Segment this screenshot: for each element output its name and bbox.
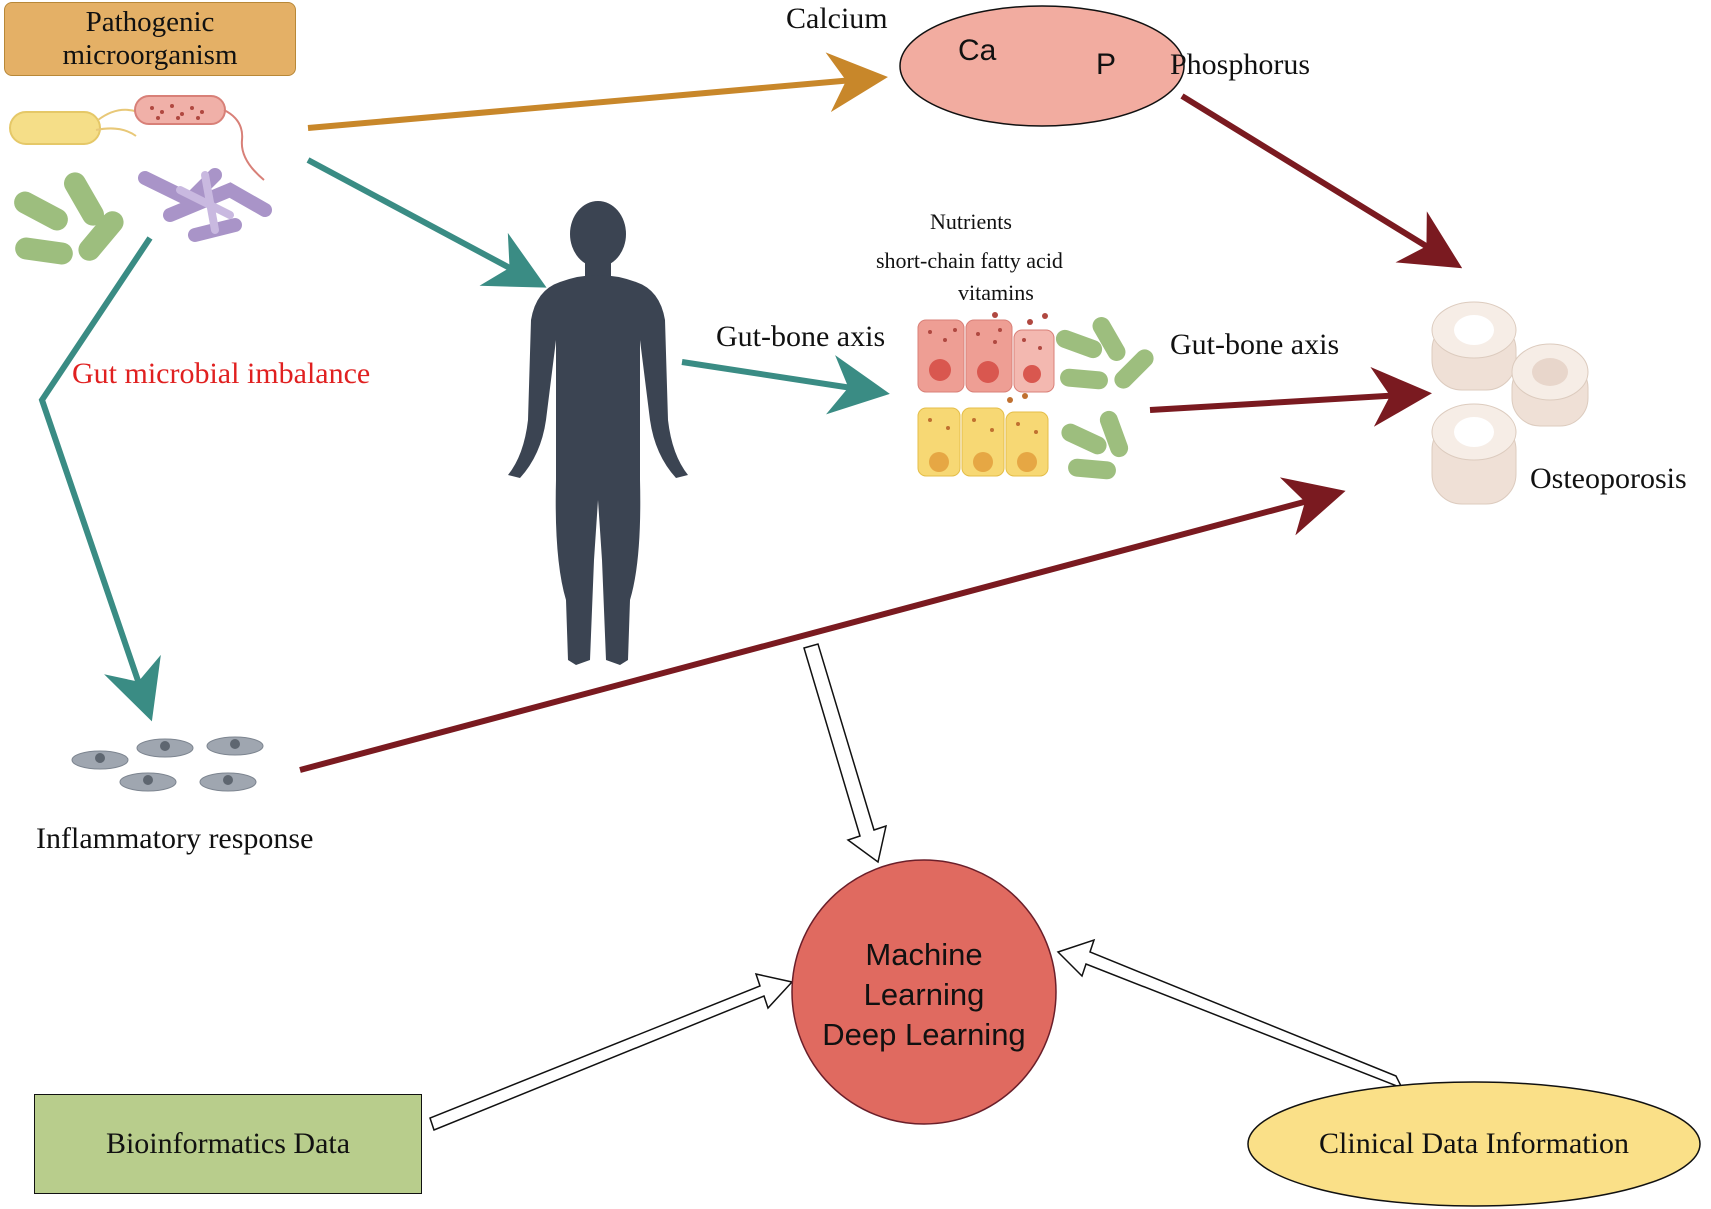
bioinformatics-label: Bioinformatics Data	[105, 1127, 351, 1160]
gut-bone-axis-right-label: Gut-bone axis	[1170, 328, 1340, 361]
clinical-ellipse	[1247, 1081, 1701, 1207]
hollow-arrow-clinical-to-ml	[1056, 938, 1404, 1090]
hollow-arrow-human-to-ml	[803, 643, 888, 864]
vitamins-label: vitamins	[958, 280, 1034, 305]
arrow-inflammation-to-osteoporosis	[299, 477, 1346, 773]
p-symbol: P	[1096, 48, 1117, 81]
bacteria-cluster-icon	[9, 95, 272, 265]
inflammatory-cells-icon	[71, 736, 264, 792]
ml-line-3: Deep Learning	[822, 1017, 1026, 1053]
intestinal-cells-icon	[917, 312, 1154, 480]
arrow-pathogen-to-human	[306, 157, 547, 288]
ml-line-2: Learning	[863, 976, 985, 1012]
bone-cross-section-icon	[1431, 301, 1589, 505]
gut-bone-axis-left-label: Gut-bone axis	[716, 320, 886, 353]
pathogen-box-label: Pathogenic microorganism	[62, 5, 238, 71]
nutrients-label: Nutrients	[930, 209, 1012, 234]
clinical-label: Clinical Data Information	[1319, 1127, 1629, 1160]
ml-text: Machine Learning Deep Learning	[792, 930, 1056, 1060]
arrow-minerals-to-osteoporosis	[1180, 93, 1463, 269]
arrow-gut-to-osteoporosis	[1149, 366, 1432, 427]
bioinformatics-box: Bioinformatics Data	[34, 1094, 422, 1194]
gut-imbalance-label: Gut microbial imbalance	[72, 357, 371, 390]
hollow-arrow-bioinfo-to-ml	[429, 972, 794, 1131]
ca-symbol: Ca	[958, 34, 997, 67]
inflammatory-label: Inflammatory response	[36, 822, 314, 855]
phosphorus-label: Phosphorus	[1170, 48, 1311, 81]
human-silhouette-icon	[508, 201, 688, 665]
arrow-pathogen-to-minerals	[307, 52, 888, 131]
ml-line-1: Machine	[865, 936, 983, 972]
ml-circle	[791, 859, 1057, 1125]
calcium-label: Calcium	[786, 2, 888, 35]
osteoporosis-label: Osteoporosis	[1530, 462, 1687, 495]
pathogen-box: Pathogenic microorganism	[4, 2, 296, 76]
arrow-imbalance-to-inflammation	[38, 236, 161, 722]
ca-p-ellipse	[899, 5, 1185, 127]
arrow-human-to-gut	[681, 355, 890, 415]
scfa-label: short-chain fatty acid	[876, 248, 1063, 273]
clinical-text: Clinical Data Information	[1248, 1114, 1700, 1174]
